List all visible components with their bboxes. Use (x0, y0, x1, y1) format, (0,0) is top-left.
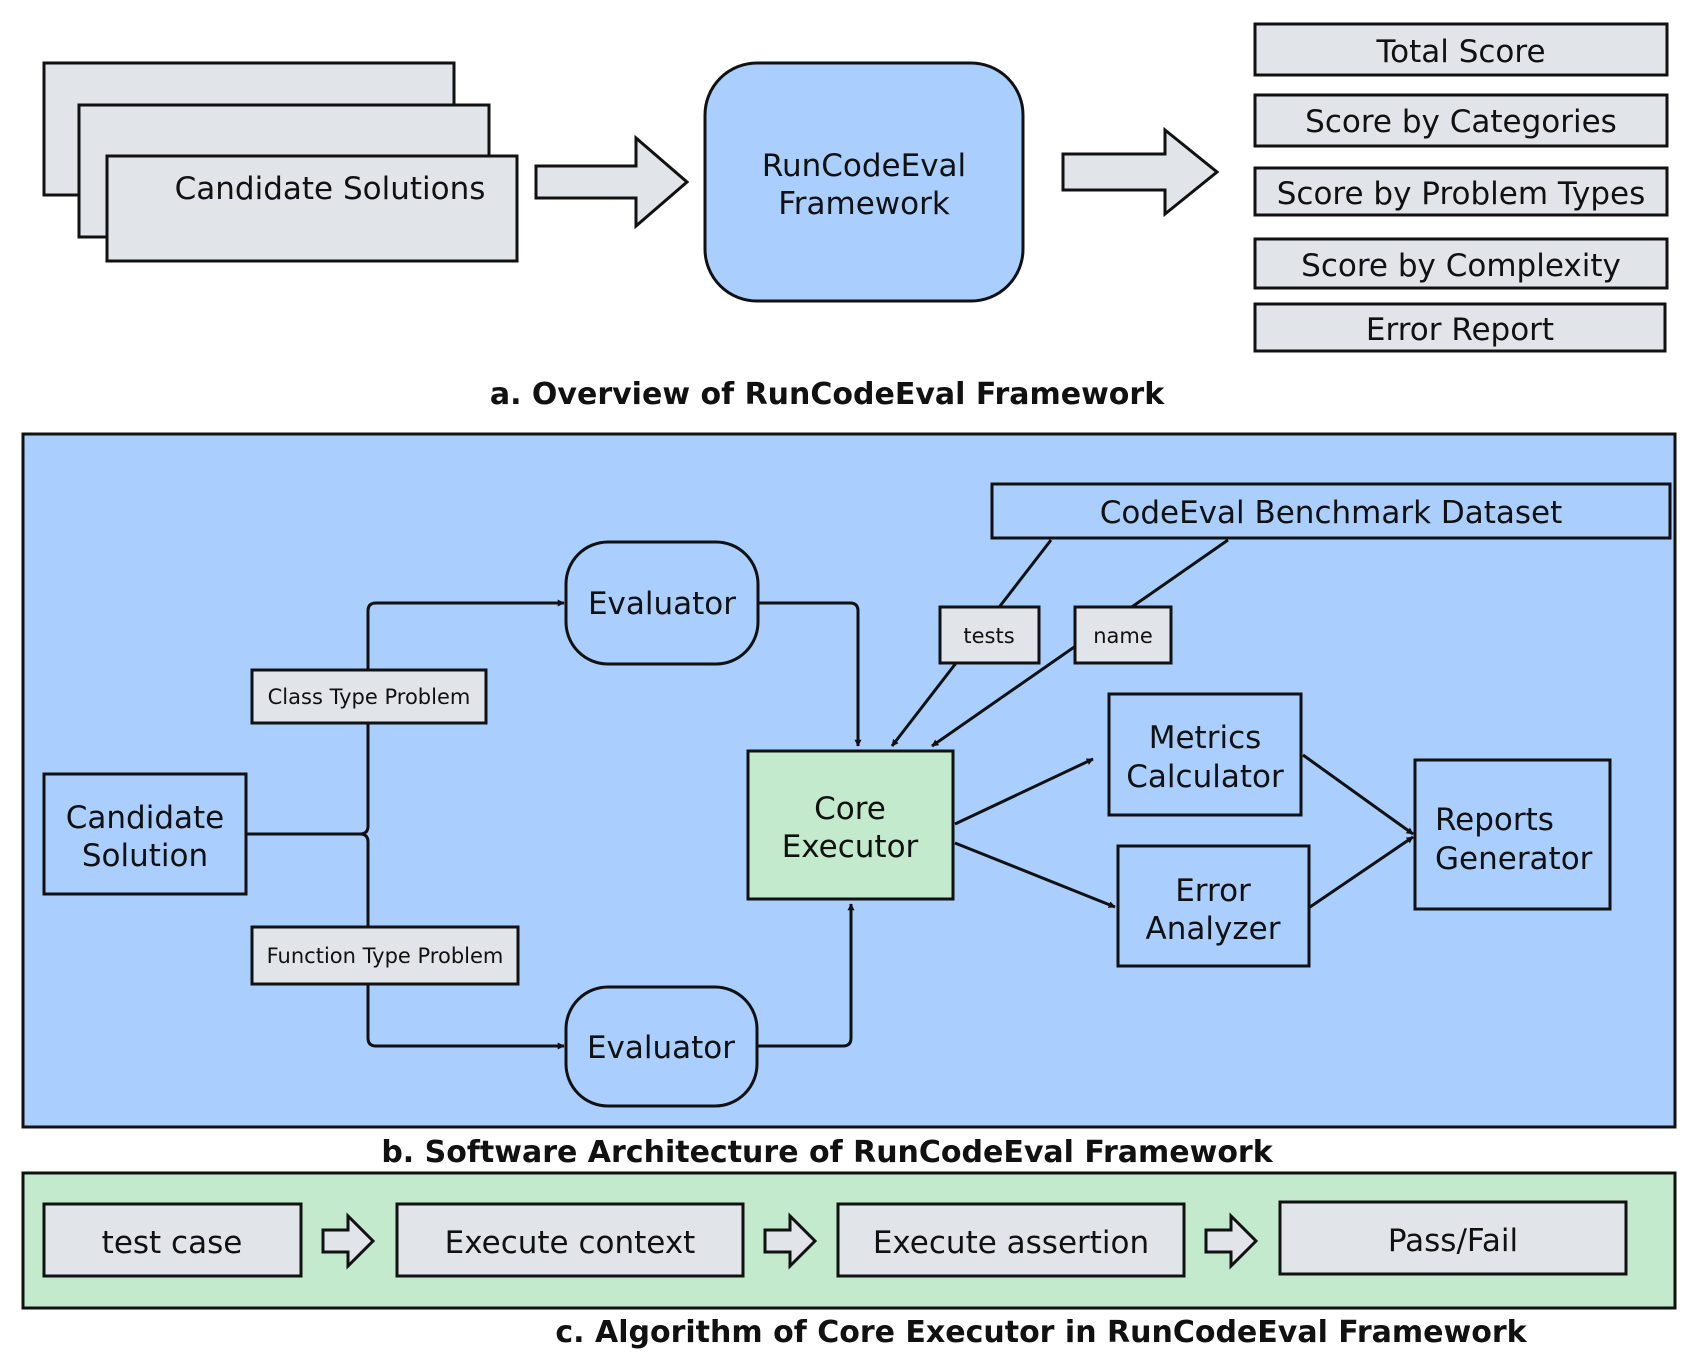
connector-error-to-reports (1309, 835, 1414, 909)
output-score-problem-types: Score by Problem Types (1277, 176, 1646, 212)
framework-label-line2: Framework (778, 186, 950, 222)
overview-panel: Candidate Solutions RunCodeEval Framewor… (42, 22, 1669, 412)
evaluator-top-node: Evaluator (564, 540, 760, 666)
candidate-solution-line1: Candidate (66, 800, 224, 836)
step-pass-fail-box (1278, 1200, 1628, 1276)
candidate-solution-line2: Solution (82, 838, 208, 874)
connector-evaluator-top-to-core (758, 601, 862, 747)
core-executor-node: Core Executor (746, 749, 955, 901)
dataset-box (990, 482, 1672, 540)
step-test-case-box (42, 1202, 303, 1278)
output-error-report-box (1253, 302, 1667, 353)
architecture-panel: Candidate Solution Class Type Problem Fu… (21, 432, 1677, 1170)
output-score-problem-types-box (1253, 166, 1669, 217)
dataset-label: CodeEval Benchmark Dataset (1100, 495, 1563, 531)
metrics-calculator-line1: Metrics (1149, 720, 1262, 756)
framework-block (703, 61, 1025, 303)
metrics-calculator-line2: Calculator (1126, 759, 1284, 795)
output-score-complexity-box (1253, 237, 1669, 290)
function-type-label: Function Type Problem (250, 925, 520, 986)
step-arrow-3 (1204, 1212, 1259, 1270)
connector-core-to-error (954, 841, 1116, 909)
name-text: name (1093, 624, 1153, 648)
function-type-text: Function Type Problem (267, 944, 504, 968)
class-type-box (250, 668, 488, 725)
reports-generator-line2: Generator (1435, 841, 1593, 877)
tests-text: tests (963, 624, 1014, 648)
evaluator-bottom-label: Evaluator (587, 1030, 735, 1066)
core-executor-box (746, 749, 955, 901)
framework-box: RunCodeEval Framework (703, 61, 1025, 303)
step-execute-assertion-box (836, 1202, 1186, 1278)
metrics-calculator-box (1107, 692, 1303, 817)
candidate-solution-box (42, 772, 248, 896)
output-score-complexity: Score by Complexity (1301, 248, 1621, 284)
error-analyzer-line2: Analyzer (1146, 911, 1281, 947)
error-analyzer-node: Error Analyzer (1116, 844, 1311, 968)
function-type-box (250, 925, 520, 986)
caption-overview: a. Overview of RunCodeEval Framework (490, 377, 1165, 412)
connector-to-evaluator-top (359, 599, 565, 836)
framework-label-line1: RunCodeEval (762, 148, 966, 184)
core-executor-line1: Core (814, 791, 886, 827)
step-arrow-2 (763, 1212, 818, 1270)
output-error-report: Error Report (1366, 312, 1554, 348)
step-execute-context-box (395, 1202, 745, 1278)
output-total-score-box (1253, 22, 1669, 77)
error-analyzer-box (1116, 844, 1311, 968)
reports-generator-line1: Reports (1435, 802, 1554, 838)
class-type-text: Class Type Problem (268, 685, 471, 709)
tests-box (938, 605, 1041, 665)
error-analyzer-line1: Error (1175, 873, 1251, 909)
metrics-calculator-node: Metrics Calculator (1107, 692, 1303, 817)
name-label: name (1073, 605, 1173, 665)
candidate-solutions-stack: Candidate Solutions (42, 61, 519, 263)
output-score-categories: Score by Categories (1305, 104, 1617, 140)
step-arrow-1 (321, 1212, 376, 1270)
step-test-case: test case (102, 1225, 243, 1261)
output-total-score: Total Score (1375, 34, 1545, 70)
algorithm-panel: test case Execute context Execute assert… (21, 1171, 1677, 1350)
input-flow-arrow (534, 134, 690, 230)
output-score-categories-box (1253, 93, 1669, 148)
tests-label: tests (938, 605, 1041, 665)
connector-metrics-to-reports (1302, 753, 1414, 836)
class-type-label: Class Type Problem (250, 668, 488, 725)
core-executor-line2: Executor (782, 829, 919, 865)
output-flow-arrow (1061, 126, 1220, 218)
evaluator-bottom-node: Evaluator (564, 985, 759, 1108)
dataset-node: CodeEval Benchmark Dataset (990, 482, 1672, 540)
evaluator-bottom-box (564, 985, 759, 1108)
connector-evaluator-bottom-to-core (757, 903, 855, 1048)
evaluator-top-box (564, 540, 760, 666)
step-pass-fail: Pass/Fail (1388, 1223, 1518, 1259)
caption-algorithm: c. Algorithm of Core Executor in RunCode… (555, 1315, 1527, 1350)
evaluator-top-label: Evaluator (588, 586, 736, 622)
step-execute-assertion: Execute assertion (873, 1225, 1149, 1261)
caption-architecture: b. Software Architecture of RunCodeEval … (381, 1135, 1273, 1170)
step-execute-context: Execute context (445, 1225, 696, 1261)
connector-to-evaluator-bottom (359, 832, 565, 1050)
name-box (1073, 605, 1173, 665)
reports-generator-box (1413, 758, 1612, 911)
candidate-card-front (105, 154, 519, 263)
output-list: Total Score Score by Categories Score by… (1253, 22, 1669, 353)
candidate-solutions-label: Candidate Solutions (175, 171, 486, 207)
candidate-solution-node: Candidate Solution (42, 772, 248, 896)
connector-core-to-metrics (954, 757, 1094, 826)
reports-generator-node: Reports Generator (1413, 758, 1612, 911)
